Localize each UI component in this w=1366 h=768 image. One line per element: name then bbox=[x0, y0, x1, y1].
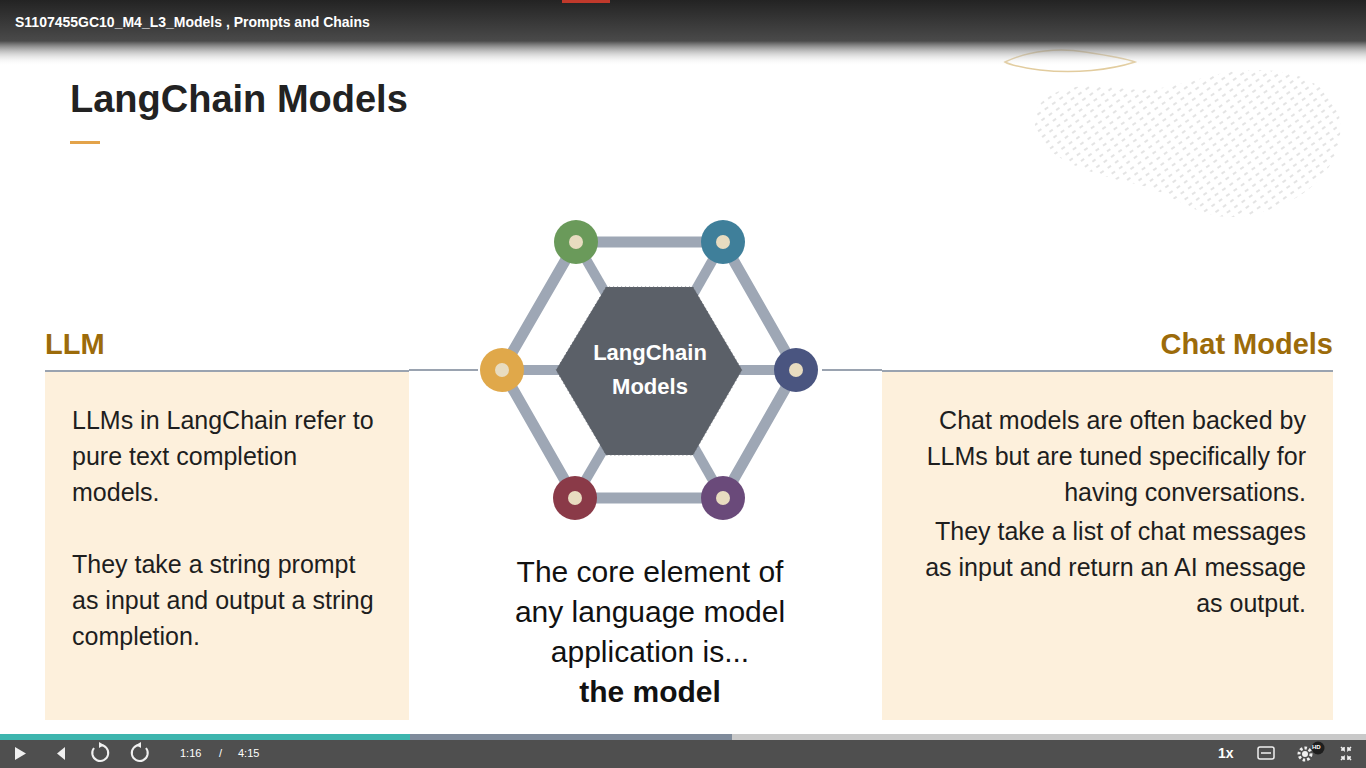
title-bar bbox=[0, 0, 1366, 66]
hub-dot-center bbox=[789, 363, 803, 377]
player-bar bbox=[0, 740, 1366, 768]
slide-title: LangChain Models bbox=[70, 78, 408, 121]
hub-dot bbox=[774, 348, 818, 392]
center-caption-emphasis: the model bbox=[490, 672, 810, 712]
panel-heading: Chat Models bbox=[882, 322, 1333, 370]
hub-hexagon bbox=[556, 287, 742, 455]
connector-line bbox=[409, 369, 478, 371]
hub-label: LangChain Models bbox=[575, 336, 725, 404]
info-panel: Chat ModelsChat models are often backed … bbox=[882, 322, 1333, 720]
forward-arrow bbox=[136, 742, 141, 748]
captions-icon-line bbox=[1261, 752, 1271, 754]
progress-buffer bbox=[0, 734, 732, 740]
rewind-arrow bbox=[99, 742, 104, 748]
panel-paragraph: They take a list of chat messages as inp… bbox=[912, 513, 1306, 621]
progress-track bbox=[0, 734, 1366, 740]
hub-dot-center bbox=[495, 363, 509, 377]
hub-dot-center bbox=[716, 491, 730, 505]
decorative-blob bbox=[1035, 70, 1341, 217]
hub-dot-center bbox=[716, 235, 730, 249]
hub-texture bbox=[556, 287, 742, 455]
hd-badge-text: HD bbox=[1312, 744, 1321, 750]
settings-gear bbox=[1299, 748, 1311, 760]
panel-body: Chat models are often backed by LLMs but… bbox=[882, 370, 1333, 720]
video-title: S1107455GC10_M4_L3_Models , Prompts and … bbox=[15, 14, 370, 30]
hd-badge bbox=[1312, 742, 1325, 755]
hexagon-hub: LangChain Models bbox=[478, 216, 822, 524]
time-elapsed: 1:16 bbox=[180, 747, 201, 759]
hub-dot-center bbox=[568, 491, 582, 505]
hub-dot bbox=[701, 476, 745, 520]
info-panel: LLM LLMs in LangChain refer to pure text … bbox=[45, 322, 409, 720]
panel-heading: LLM bbox=[45, 322, 409, 370]
panel-body: LLMs in LangChain refer to pure text com… bbox=[45, 370, 409, 720]
panel-paragraph: They take a string prompt as input and o… bbox=[72, 546, 382, 654]
captions-icon bbox=[1258, 747, 1274, 759]
title-underline bbox=[70, 141, 100, 144]
hub-ring bbox=[502, 242, 796, 498]
previous-icon bbox=[57, 747, 65, 760]
forward-icon bbox=[132, 745, 148, 761]
connector-line bbox=[822, 369, 882, 371]
hub-dot-center bbox=[569, 235, 583, 249]
playback-speed: 1x bbox=[1218, 745, 1234, 761]
panel-paragraph: Chat models are often backed by LLMs but… bbox=[912, 402, 1306, 510]
hub-dot bbox=[480, 348, 524, 392]
fullscreen-exit-icon bbox=[1341, 747, 1351, 760]
panel-paragraph: LLMs in LangChain refer to pure text com… bbox=[72, 402, 382, 510]
time-total: 4:15 bbox=[238, 747, 259, 759]
settings-gear-hub bbox=[1302, 751, 1308, 757]
play-icon bbox=[15, 747, 26, 760]
hexagon-illustration bbox=[478, 216, 822, 524]
hub-dot bbox=[701, 220, 745, 264]
progress-played bbox=[0, 734, 410, 740]
center-caption: The core element of any language model a… bbox=[490, 552, 810, 672]
time-separator: / bbox=[219, 747, 222, 759]
rewind-icon bbox=[92, 745, 108, 761]
top-marker bbox=[562, 0, 610, 3]
hub-dot bbox=[553, 476, 597, 520]
hub-dot bbox=[554, 220, 598, 264]
